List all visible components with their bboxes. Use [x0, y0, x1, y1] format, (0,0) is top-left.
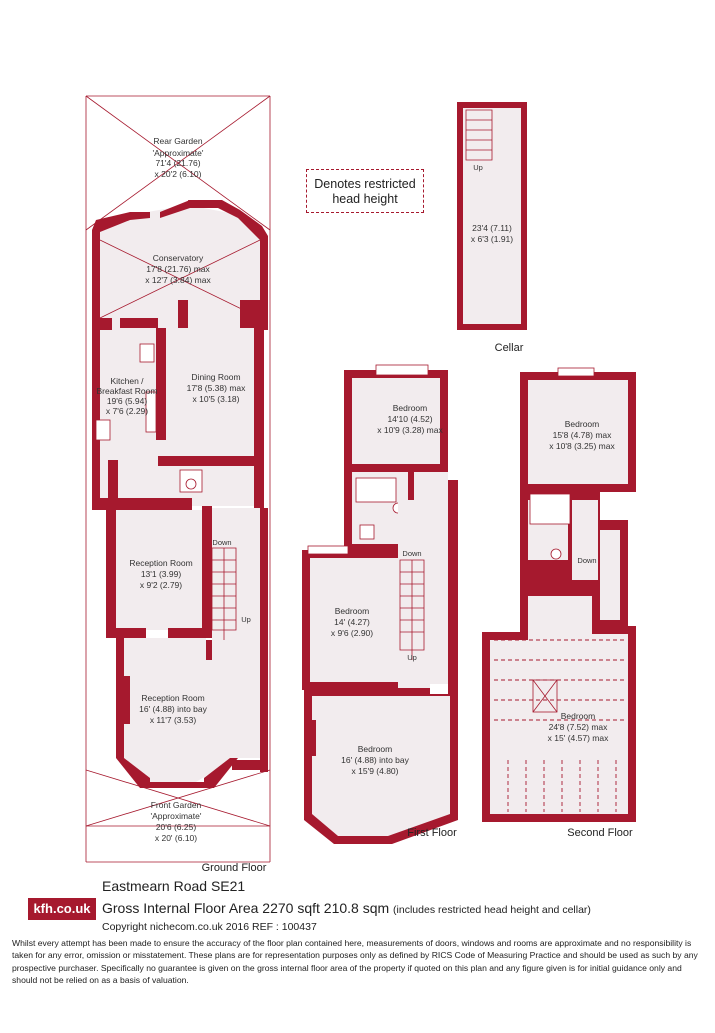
- floor-area-note: (includes restricted head height and cel…: [393, 904, 591, 916]
- floor-area-text: Gross Internal Floor Area 2270 sqft 210.…: [102, 900, 390, 916]
- front-garden-label-4: x 20' (6.10): [155, 833, 197, 843]
- ground-floor-label: Ground Floor: [202, 862, 267, 874]
- reception1-label-1: Reception Room: [129, 558, 192, 568]
- property-address: Eastmearn Road SE21: [102, 878, 246, 894]
- dining-label-3: x 10'5 (3.18): [193, 394, 240, 404]
- ff-bedroom3-label-3: x 15'9 (4.80): [352, 766, 399, 776]
- rear-garden-label-1: Rear Garden: [153, 136, 202, 146]
- sf-bedroom2-label-1: Bedroom: [561, 711, 596, 721]
- sf-bedroom1-label-1: Bedroom: [565, 419, 600, 429]
- legend-line-1: Denotes restricted: [314, 177, 416, 191]
- front-garden-label-2: 'Approximate': [151, 811, 202, 821]
- reception2-label-2: 16' (4.88) into bay: [139, 704, 208, 714]
- legend-line-2: head height: [332, 192, 398, 206]
- floor-area: Gross Internal Floor Area 2270 sqft 210.…: [102, 900, 591, 916]
- sf-bedroom1-label-3: x 10'8 (3.25) max: [549, 441, 615, 451]
- floor-plan: Rear Garden 'Approximate' 71'4 (21.76) x…: [85, 95, 636, 874]
- second-floor-label: Second Floor: [567, 827, 633, 839]
- ff-bedroom3-label-2: 16' (4.88) into bay: [341, 755, 410, 765]
- sf-bedroom2-label-3: x 15' (4.57) max: [548, 733, 609, 743]
- cellar-label-2: x 6'3 (1.91): [471, 234, 513, 244]
- ff-bedroom2-label-1: Bedroom: [335, 606, 370, 616]
- sf-bedroom1-label-2: 15'8 (4.78) max: [553, 430, 613, 440]
- conservatory-label-2: 17'8 (21.76) max: [146, 264, 210, 274]
- kitchen-label-1: Kitchen /: [110, 376, 144, 386]
- cellar-stair-up: Up: [473, 163, 483, 172]
- ff-bedroom1-label-3: x 10'9 (3.28) max: [377, 425, 443, 435]
- rear-garden-label-2: 'Approximate': [153, 148, 204, 158]
- kfh-logo: kfh.co.uk: [28, 898, 96, 920]
- ff-bedroom1-label-2: 14'10 (4.52): [387, 414, 432, 424]
- ff-bedroom1-label-1: Bedroom: [393, 403, 428, 413]
- conservatory-label-1: Conservatory: [153, 253, 204, 263]
- reception1-label-2: 13'1 (3.99): [141, 569, 182, 579]
- ff-stair-down: Down: [402, 549, 421, 558]
- kitchen-label-2: Breakfast Room: [97, 386, 158, 396]
- dining-label-2: 17'8 (5.38) max: [187, 383, 247, 393]
- cellar-label-1: 23'4 (7.11): [472, 223, 512, 233]
- front-garden-label-3: 20'6 (6.25): [156, 822, 197, 832]
- kitchen-label-4: x 7'6 (2.29): [106, 406, 148, 416]
- first-floor: [302, 364, 458, 844]
- gf-stair-down: Down: [212, 538, 231, 547]
- first-floor-label: First Floor: [407, 827, 457, 839]
- conservatory-label-3: x 12'7 (3.84) max: [145, 275, 211, 285]
- cellar-floor-label: Cellar: [495, 342, 524, 354]
- ff-stair-up: Up: [407, 653, 417, 662]
- copyright: Copyright nichecom.co.uk 2016 REF : 1004…: [102, 921, 317, 933]
- rear-garden-label-3: 71'4 (21.76): [155, 158, 200, 168]
- sf-stair-down: Down: [577, 556, 596, 565]
- dining-label-1: Dining Room: [191, 372, 240, 382]
- second-floor: [482, 367, 636, 822]
- kitchen-label-3: 19'6 (5.94): [107, 396, 148, 406]
- ground-floor: [85, 95, 271, 863]
- gf-stair-up: Up: [241, 615, 251, 624]
- front-garden-label-1: Front Garden: [151, 800, 202, 810]
- room-labels: Rear Garden 'Approximate' 71'4 (21.76) x…: [97, 136, 634, 874]
- ff-bedroom2-label-2: 14' (4.27): [334, 617, 370, 627]
- reception2-label-3: x 11'7 (3.53): [150, 715, 197, 725]
- reception2-label-1: Reception Room: [141, 693, 204, 703]
- sf-bedroom2-label-2: 24'8 (7.52) max: [549, 722, 609, 732]
- disclaimer: Whilst every attempt has been made to en…: [12, 938, 698, 986]
- reception1-label-3: x 9'2 (2.79): [140, 580, 182, 590]
- rear-garden-label-4: x 20'2 (6.10): [155, 169, 202, 179]
- cellar-plan: [457, 102, 527, 330]
- restricted-height-legend: Denotes restricted head height: [306, 169, 424, 213]
- ff-bedroom2-label-3: x 9'6 (2.90): [331, 628, 373, 638]
- ff-bedroom3-label-1: Bedroom: [358, 744, 393, 754]
